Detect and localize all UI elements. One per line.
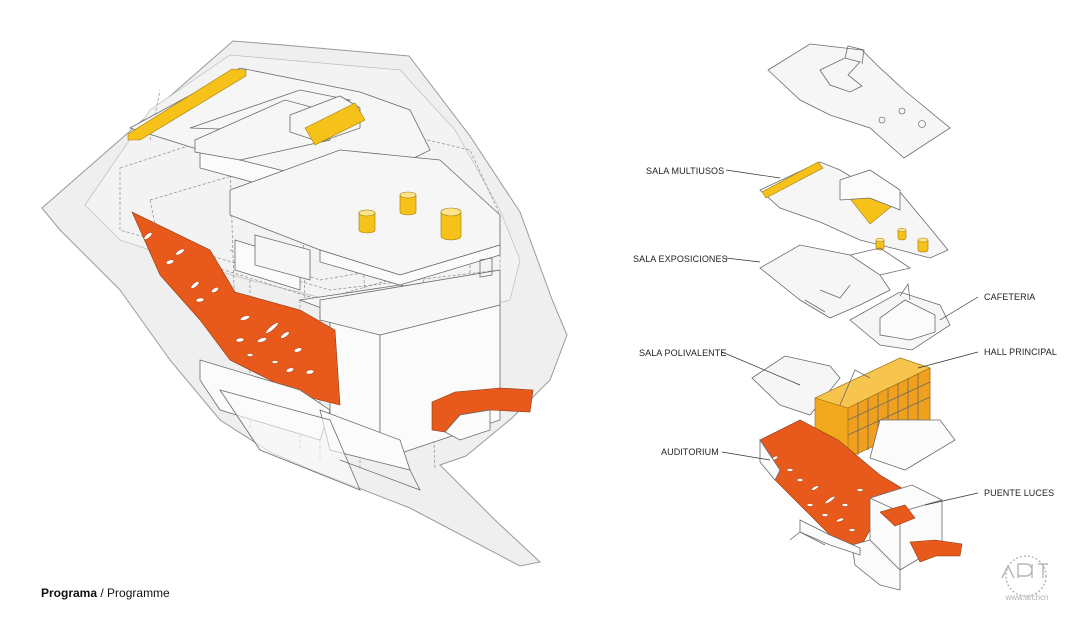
exploded-auditorium-openings bbox=[772, 455, 864, 532]
watermark-logo: www.archcn bbox=[988, 548, 1066, 608]
figure-caption: Programa / Programme bbox=[41, 586, 170, 600]
main-axonometric bbox=[41, 40, 568, 567]
caption-bold: Programa bbox=[41, 586, 98, 600]
left-multiusos-strip bbox=[127, 68, 247, 141]
left-multiusos-patch bbox=[304, 102, 366, 146]
auditorium-openings bbox=[143, 232, 315, 375]
label-sala-polivalente: SALA POLIVALENTE bbox=[639, 348, 727, 358]
caption-rest: Programme bbox=[107, 586, 170, 600]
label-leaders bbox=[721, 169, 979, 506]
caption-separator: / bbox=[97, 586, 108, 600]
exploded-roof bbox=[767, 43, 951, 159]
svg-text:www.archcn: www.archcn bbox=[1004, 593, 1048, 602]
label-hall-principal: HALL PRINCIPAL bbox=[984, 347, 1057, 357]
label-sala-exposiciones: SALA EXPOSICIONES bbox=[633, 254, 728, 264]
label-puente-luces: PUENTE LUCES bbox=[984, 488, 1055, 498]
left-auditorium bbox=[131, 211, 341, 406]
label-sala-multiusos: SALA MULTIUSOS bbox=[646, 166, 725, 176]
left-puente-luces bbox=[431, 387, 534, 433]
exploded-axonometric bbox=[751, 43, 963, 591]
label-auditorium: AUDITORIUM bbox=[661, 447, 719, 457]
exploded-sala-exposiciones bbox=[759, 244, 891, 319]
label-cafeteria: CAFETERIA bbox=[984, 292, 1036, 302]
